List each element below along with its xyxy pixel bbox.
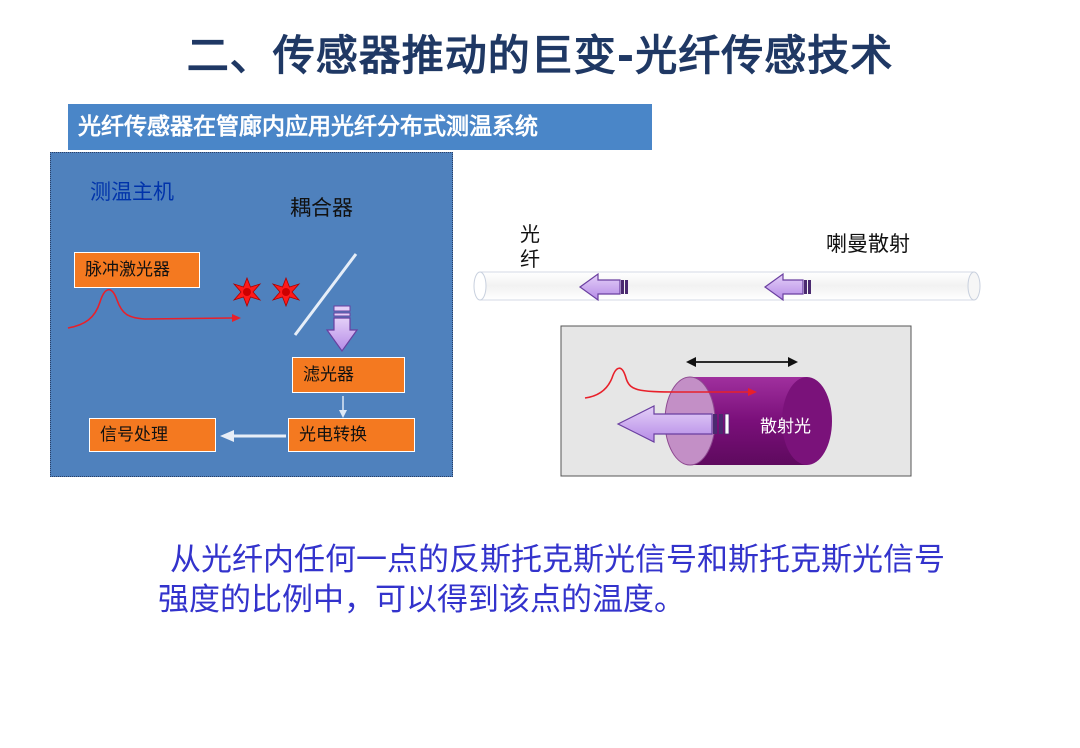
raman-scattering-label: 喇曼散射 (826, 232, 910, 256)
down-arrow-icon (325, 305, 359, 353)
left-arrow-icon (763, 272, 811, 302)
caption-text: 从光纤内任何一点的反斯托克斯光信号和斯托克斯光信号强度的比例中，可以得到该点的温… (158, 542, 945, 618)
host-label: 测温主机 (90, 180, 174, 204)
optical-fiber-tube (473, 271, 981, 301)
signal-processing-box: 信号处理 (89, 418, 216, 452)
pulse-waveform (67, 288, 233, 329)
light-burst-icon (232, 276, 262, 308)
scattered-light-arrow-icon (616, 405, 730, 443)
filter-box: 滤光器 (292, 357, 405, 393)
section-subtitle: 光纤传感器在管廊内应用光纤分布式测温系统 (68, 104, 652, 150)
coupler-mirror (293, 253, 358, 336)
pulse-laser-box: 脉冲激光器 (74, 252, 200, 288)
page-title: 二、传感器推动的巨变-光纤传感技术 (186, 31, 894, 80)
coupler-label: 耦合器 (290, 196, 353, 220)
scattered-light-label: 散射光 (760, 417, 811, 437)
photoelectric-box: 光电转换 (288, 418, 415, 452)
pulse-arrowhead (232, 314, 241, 322)
scatter-waveform (584, 367, 748, 399)
light-burst-icon (271, 276, 301, 308)
fiber-label: 光纤 (520, 222, 540, 271)
left-arrow-icon (578, 272, 628, 302)
